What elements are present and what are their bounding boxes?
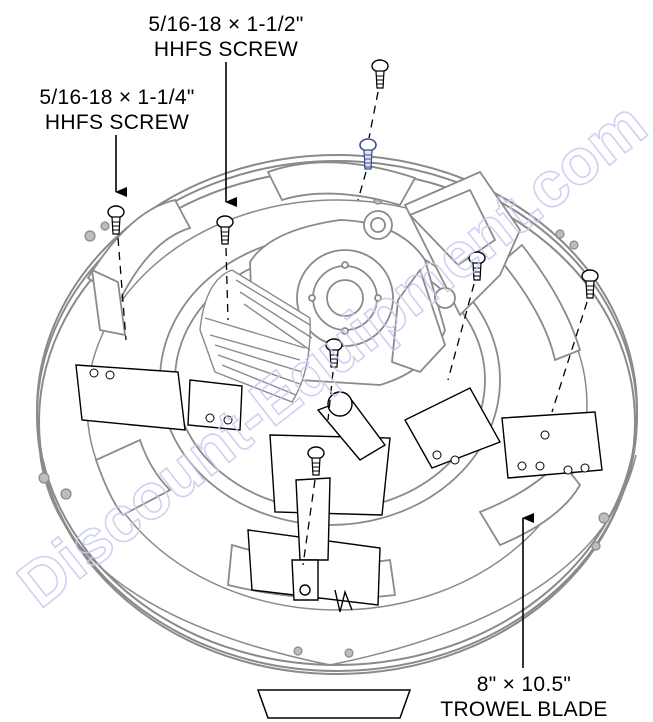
screw-upper-left xyxy=(216,215,234,245)
callout-arrows xyxy=(115,62,534,668)
lift-arm xyxy=(363,170,522,374)
screw-top xyxy=(371,59,389,89)
trowel-blades xyxy=(75,364,603,606)
blade-line2: TROWEL BLADE xyxy=(440,698,607,721)
screw-blue xyxy=(359,138,377,170)
gearbox-bottom xyxy=(256,689,412,719)
screw-short-line2: HHFS SCREW xyxy=(45,111,189,134)
screw-right-inner xyxy=(468,251,486,281)
insertion-lines xyxy=(117,91,588,566)
screw-long-line2: HHFS SCREW xyxy=(154,38,298,61)
blade-line1: 8" × 10.5" xyxy=(477,673,571,696)
screw-right-outer xyxy=(581,269,599,299)
screws xyxy=(107,59,599,476)
screw-lower xyxy=(307,446,325,476)
screw-short-line1: 5/16-18 × 1-1/4" xyxy=(39,86,194,109)
callout-screw-long: 5/16-18 × 1-1/2" HHFS SCREW xyxy=(148,13,303,61)
callout-blade: 8" × 10.5" TROWEL BLADE xyxy=(440,673,607,721)
screw-left xyxy=(107,205,125,235)
gearbox-fins xyxy=(199,269,313,403)
screw-center xyxy=(325,338,343,368)
swivel-link xyxy=(291,477,353,613)
blade-holes xyxy=(89,368,590,475)
callout-screw-short: 5/16-18 × 1-1/4" HHFS SCREW xyxy=(39,86,194,134)
drive-shaft xyxy=(316,391,387,461)
screw-long-line1: 5/16-18 × 1-1/2" xyxy=(148,13,303,36)
